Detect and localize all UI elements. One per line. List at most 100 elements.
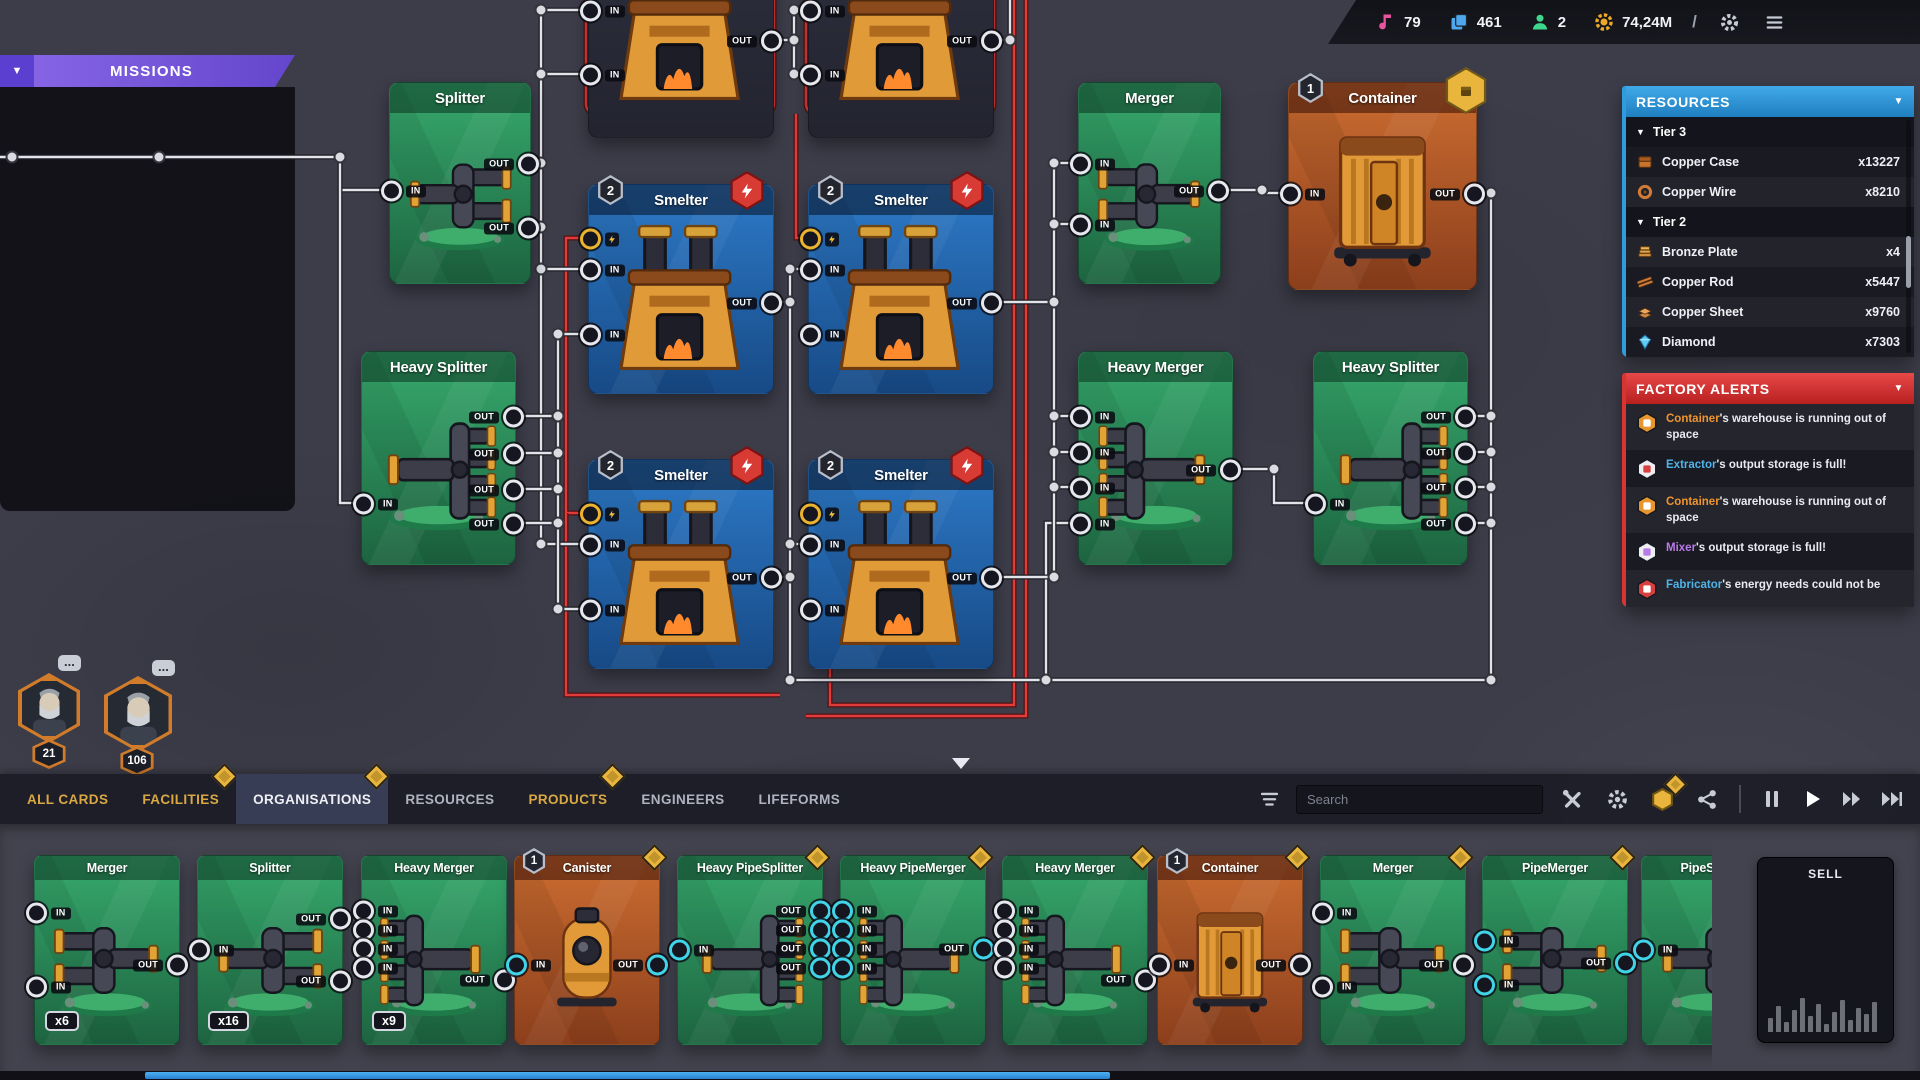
port-out[interactable]: OUT [727,30,782,52]
chevron-down-icon[interactable]: ▼ [1893,383,1904,394]
alerts-header[interactable]: FACTORY ALERTS ▼ [1626,373,1914,404]
port-out[interactable]: OUT [1421,513,1476,535]
port-in[interactable]: IN [832,938,877,960]
port-in[interactable]: IN [1070,442,1115,464]
tab-organisations[interactable]: ORGANISATIONS [236,763,391,824]
port-out[interactable]: OUT [727,567,782,589]
port-in[interactable]: IN [1070,406,1115,428]
port-in[interactable]: IN [1305,493,1350,515]
port-in[interactable]: IN [580,324,625,346]
sell-dropzone[interactable]: SELL [1757,857,1894,1043]
port-energy[interactable] [800,503,839,525]
auto-build-icon[interactable] [1603,785,1632,814]
port-in[interactable]: IN [580,599,625,621]
port-in[interactable]: IN [832,919,877,941]
port-out[interactable]: OUT [484,217,539,239]
tab-engineers[interactable]: ENGINEERS [624,774,741,824]
missions-collapse-icon[interactable]: ▼ [0,55,34,87]
port-in[interactable]: IN [832,900,877,922]
port-in[interactable]: IN [353,493,398,515]
port-in[interactable]: IN [1280,183,1325,205]
port-in[interactable]: IN [1474,974,1519,996]
missions-header[interactable]: ▼ MISSIONS [0,55,295,87]
port-in[interactable]: IN [353,938,398,960]
resource-group-header[interactable]: ▼Tier 3 [1626,117,1914,147]
port-energy[interactable] [580,503,619,525]
port-in[interactable]: IN [994,900,1039,922]
tab-lifeforms[interactable]: LIFEFORMS [742,774,858,824]
port-out[interactable]: OUT [469,406,524,428]
port-out[interactable]: OUT [727,292,782,314]
port-in[interactable]: IN [994,938,1039,960]
port-in[interactable]: IN [800,0,845,22]
port-energy[interactable] [580,228,619,250]
card-furnace-top-1[interactable]: IN IN OUT [580,0,782,138]
port-in[interactable]: IN [353,900,398,922]
settings-button[interactable] [1717,10,1742,35]
port-in[interactable]: IN [994,957,1039,979]
port-in[interactable]: IN [1149,954,1194,976]
port-out[interactable]: OUT [1421,406,1476,428]
port-in[interactable]: IN [1474,930,1519,952]
port-in[interactable]: IN [580,0,625,22]
port-in[interactable]: IN [800,64,845,86]
port-in[interactable]: IN [353,919,398,941]
max-speed-button[interactable] [1878,785,1906,813]
port-out[interactable]: OUT [469,443,524,465]
alert-row[interactable]: Mixer's output storage is full! [1626,533,1914,570]
port-in[interactable]: IN [669,939,714,961]
port-out[interactable]: OUT [1581,952,1636,974]
port-in[interactable]: IN [1312,976,1357,998]
play-button[interactable] [1798,785,1826,813]
port-in[interactable]: IN [580,534,625,556]
port-out[interactable]: OUT [947,567,1002,589]
engineer-avatar-1[interactable]: ... 21 [18,655,81,769]
alert-row[interactable]: Container's warehouse is running out of … [1626,487,1914,534]
port-in[interactable]: IN [1312,902,1357,924]
port-in[interactable]: IN [800,599,845,621]
port-out[interactable]: OUT [484,153,539,175]
search-input[interactable] [1296,784,1543,814]
port-out[interactable]: OUT [296,970,351,992]
resources-header[interactable]: RESOURCES ▼ [1626,86,1914,117]
port-in[interactable]: IN [800,259,845,281]
chevron-down-icon[interactable]: ▼ [1893,96,1904,107]
port-in[interactable]: IN [580,259,625,281]
port-out[interactable]: OUT [469,513,524,535]
port-in[interactable]: IN [353,957,398,979]
scrollbar-handle[interactable] [1906,236,1911,288]
port-in[interactable]: IN [580,64,625,86]
port-in[interactable]: IN [1633,939,1678,961]
tray-collapse-arrow[interactable] [952,758,970,769]
port-in[interactable]: IN [381,180,426,202]
port-out[interactable]: OUT [939,938,994,960]
port-out[interactable]: OUT [613,954,668,976]
port-out[interactable]: OUT [947,292,1002,314]
hexagon-icon[interactable] [1648,771,1688,814]
port-in[interactable]: IN [800,534,845,556]
port-in[interactable]: IN [1070,513,1115,535]
resources-scrollbar[interactable] [1906,120,1911,353]
pause-button[interactable] [1758,785,1786,813]
port-out[interactable]: OUT [1256,954,1311,976]
tab-resources[interactable]: RESOURCES [388,774,511,824]
